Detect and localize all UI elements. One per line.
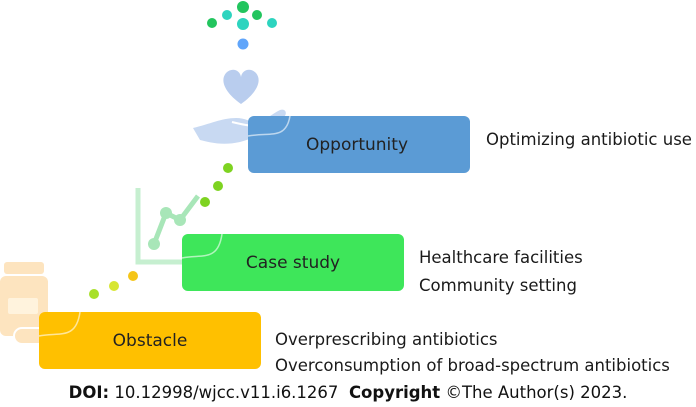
opportunity-label: Opportunity bbox=[305, 134, 409, 155]
obstacle-desc-1: Overprescribing antibiotics bbox=[275, 330, 498, 349]
copyright-value: ©The Author(s) 2023. bbox=[445, 383, 628, 402]
obstacle-label: Obstacle bbox=[112, 330, 188, 351]
citation-footer: DOI: 10.12998/wjcc.v11.i6.1267 Copyright… bbox=[0, 383, 696, 402]
obstacle-box: Obstacle bbox=[39, 312, 261, 369]
pill-bottle-icon bbox=[0, 262, 59, 345]
case-study-box-bg bbox=[182, 234, 404, 291]
case-study-desc-1: Healthcare facilities bbox=[419, 248, 583, 267]
opportunity-desc-1: Optimizing antibiotic use bbox=[486, 130, 692, 149]
opportunity-box-bg bbox=[248, 116, 470, 173]
dot-path-low bbox=[89, 271, 138, 299]
opportunity-box: Opportunity bbox=[248, 116, 466, 173]
case-study-desc-2: Community setting bbox=[419, 276, 577, 295]
dot-cluster-top bbox=[207, 1, 277, 50]
case-study-box: Case study bbox=[182, 234, 404, 291]
dot-path-mid bbox=[200, 163, 233, 207]
doi-label: DOI: bbox=[68, 383, 110, 402]
case-study-label: Case study bbox=[245, 252, 341, 273]
obstacle-box-bg bbox=[39, 312, 261, 369]
copyright-label: Copyright bbox=[348, 383, 441, 402]
doi-value: 10.12998/wjcc.v11.i6.1267 bbox=[114, 383, 339, 402]
obstacle-desc-2: Overconsumption of broad-spectrum antibi… bbox=[275, 356, 670, 375]
